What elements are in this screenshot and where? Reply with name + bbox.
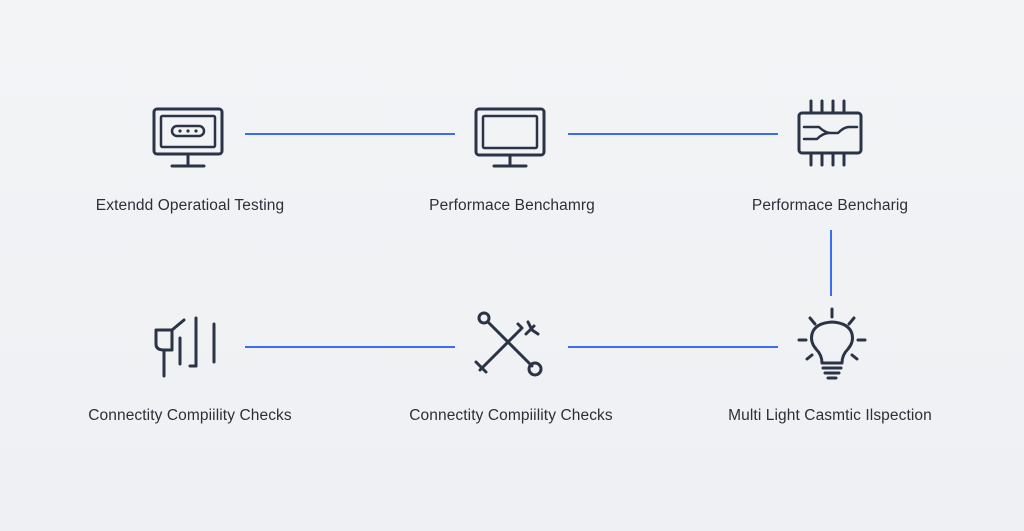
node-1-label: Extendd Operatioal Testing: [95, 197, 285, 214]
lightbulb-icon: [797, 307, 867, 380]
connector-plug-icon: [154, 316, 216, 378]
connector-n1-n2: [245, 133, 455, 135]
connector-n4-n5: [245, 346, 455, 348]
chip-icon: [797, 99, 863, 167]
tools-cross-icon: [474, 311, 543, 377]
monitor-dots-icon: [152, 107, 224, 168]
connector-n5-n6: [568, 346, 778, 348]
node-5-label: Connectity Compiility Checks: [409, 407, 613, 424]
node-2-label: Performace Benchamrg: [429, 197, 595, 214]
connector-n3-n6: [830, 230, 832, 296]
monitor-icon: [474, 107, 546, 168]
node-3-label: Performace Bencharig: [751, 197, 909, 214]
connector-n2-n3: [568, 133, 778, 135]
node-4-label: Connectity Compiility Checks: [88, 407, 292, 424]
node-6-label: Multi Light Casmtic Ilspection: [728, 407, 932, 424]
